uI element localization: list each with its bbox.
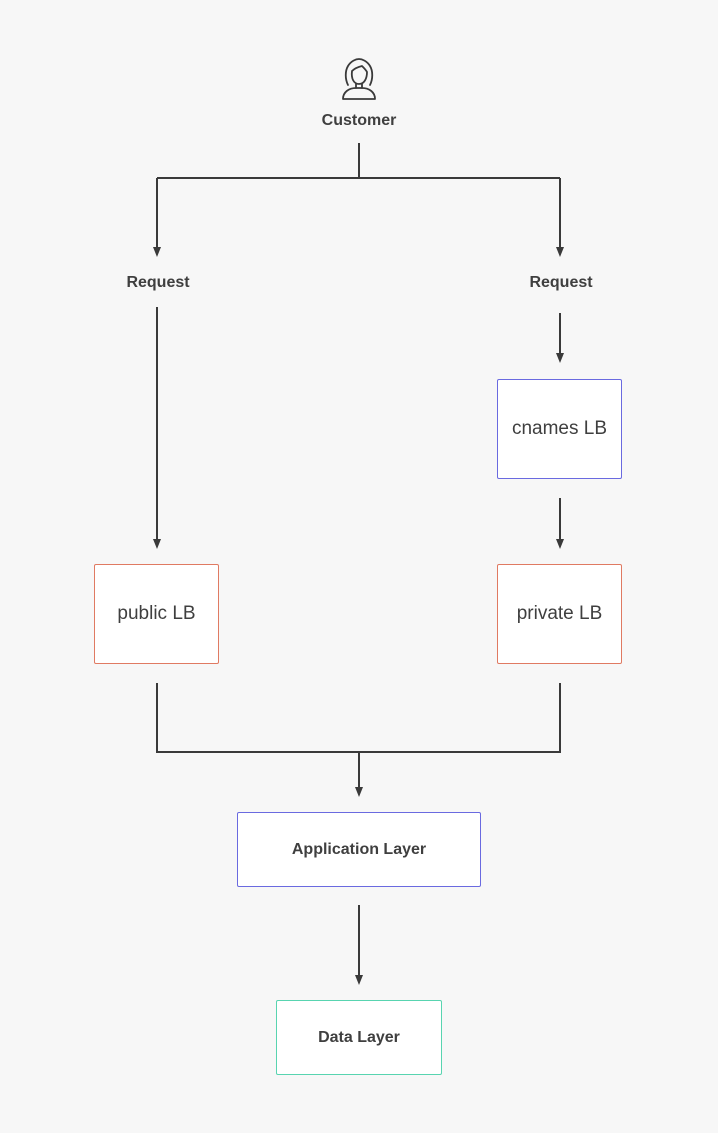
customer-split-connector bbox=[157, 143, 560, 179]
application-layer-node: Application Layer bbox=[237, 812, 481, 887]
person-icon bbox=[342, 58, 376, 100]
cnames-lb-label: cnames LB bbox=[511, 418, 608, 439]
public-lb-node: public LB bbox=[94, 564, 219, 664]
public-lb-label: public LB bbox=[117, 603, 196, 624]
data-layer-label: Data Layer bbox=[318, 1028, 400, 1046]
right-request-label: Request bbox=[529, 274, 593, 291]
data-layer-node: Data Layer bbox=[276, 1000, 442, 1075]
private-lb-label: private LB bbox=[516, 603, 603, 624]
application-layer-label: Application Layer bbox=[291, 840, 427, 858]
merge-connector bbox=[156, 683, 561, 753]
private-lb-node: private LB bbox=[497, 564, 622, 664]
left-request-label: Request bbox=[126, 274, 190, 291]
customer-label: Customer bbox=[321, 112, 397, 129]
cnames-lb-node: cnames LB bbox=[497, 379, 622, 479]
